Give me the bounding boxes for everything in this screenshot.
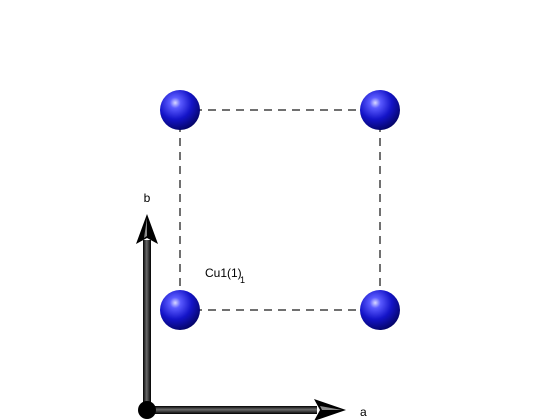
cu-atom-bottom-left[interactable] (160, 290, 200, 330)
atom-label-text: Cu1(1) (205, 266, 242, 280)
a-axis-arrow (147, 399, 346, 420)
a-axis-label: a (360, 405, 367, 419)
atoms (160, 90, 400, 330)
b-axis-arrow (136, 214, 158, 410)
a-axis-shaft (147, 406, 317, 414)
b-axis-shaft (143, 240, 151, 410)
cu-atom-top-right[interactable] (360, 90, 400, 130)
cu-atom-top-left[interactable] (160, 90, 200, 130)
atom-label-subscript: 1 (240, 275, 245, 285)
cu-atom-bottom-right[interactable] (360, 290, 400, 330)
atom-label-cu1: Cu1(1) 1 (205, 266, 245, 285)
unit-cell-outline (179, 109, 381, 311)
b-axis-label: b (144, 191, 151, 205)
axis-origin (138, 401, 156, 419)
